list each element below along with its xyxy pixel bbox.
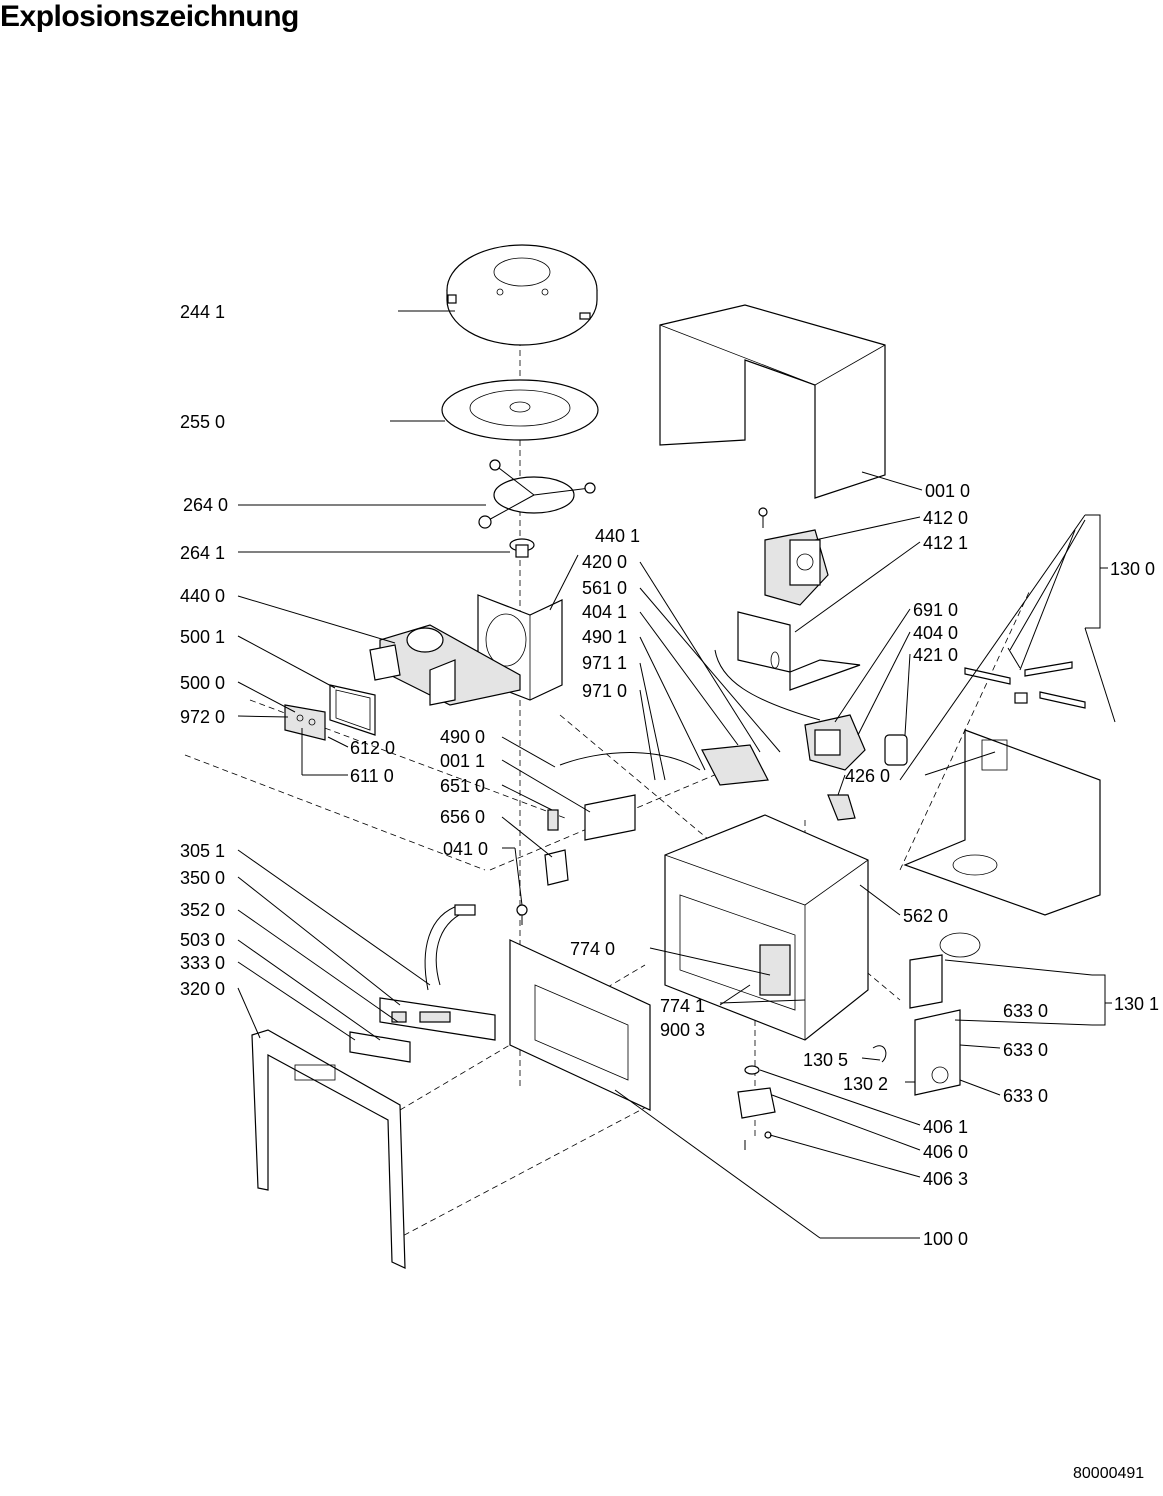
label-9710: 971 0 xyxy=(582,681,627,701)
leader-lines xyxy=(237,310,1116,1239)
screw-part-0410 xyxy=(516,904,528,925)
label-1305: 130 5 xyxy=(803,1050,848,1070)
label-1000: 100 0 xyxy=(923,1229,968,1249)
label-4040: 404 0 xyxy=(913,623,958,643)
label-6510: 651 0 xyxy=(440,776,485,796)
block-part-4901 xyxy=(701,744,769,786)
document-number: 80000491 xyxy=(1073,1465,1145,1482)
label-9003: 900 3 xyxy=(660,1020,705,1040)
transformer-part-4120 xyxy=(758,507,829,606)
base-panel xyxy=(903,729,1101,916)
fuse-part-6510 xyxy=(544,809,569,886)
front-frame-part-3200 xyxy=(251,1029,406,1269)
label-1302: 130 2 xyxy=(843,1074,888,1094)
label-6330-a: 633 0 xyxy=(1003,1001,1048,1021)
label-4400: 440 0 xyxy=(180,586,225,606)
shield-plate-part-0011 xyxy=(584,794,636,841)
assembly-axis-lines xyxy=(184,340,1031,1241)
label-6560: 656 0 xyxy=(440,807,485,827)
label-4121: 412 1 xyxy=(923,533,968,553)
label-9720: 972 0 xyxy=(180,707,225,727)
magnetron-part-4040 xyxy=(804,714,866,771)
coupler-part-2641 xyxy=(509,538,535,558)
label-2641: 264 1 xyxy=(180,543,225,563)
label-4041: 404 1 xyxy=(582,602,627,622)
lamp-plate-part-5000 xyxy=(284,704,326,741)
label-3330: 333 0 xyxy=(180,953,225,973)
label-4060: 406 0 xyxy=(923,1142,968,1162)
gasket-part-5001 xyxy=(329,684,376,736)
label-9711: 971 1 xyxy=(582,653,627,673)
label-5030: 503 0 xyxy=(180,930,225,950)
diode-part-4260 xyxy=(827,794,856,821)
label-5000: 500 0 xyxy=(180,673,225,693)
label-6120: 612 0 xyxy=(350,738,395,758)
control-board-part-3500 xyxy=(379,997,496,1041)
cables xyxy=(559,649,821,771)
label-4120: 412 0 xyxy=(923,508,968,528)
cover-part-2441 xyxy=(446,244,598,346)
label-3500: 350 0 xyxy=(180,868,225,888)
label-4200: 420 0 xyxy=(582,552,627,572)
label-4401: 440 1 xyxy=(595,526,640,546)
label-2640: 264 0 xyxy=(183,495,228,515)
label-3520: 352 0 xyxy=(180,900,225,920)
label-0010: 001 0 xyxy=(925,481,970,501)
ribbon-cable-part-3051 xyxy=(424,904,476,991)
label-6910: 691 0 xyxy=(913,600,958,620)
switch-plates-part-6330 xyxy=(909,932,981,1096)
label-3200: 320 0 xyxy=(180,979,225,999)
label-1301: 130 1 xyxy=(1114,994,1159,1014)
label-4900: 490 0 xyxy=(440,727,485,747)
cabinet-part-0010 xyxy=(659,304,886,499)
door-part-1000 xyxy=(509,939,651,1111)
roller-ring-part-2640 xyxy=(478,459,596,529)
label-7741: 774 1 xyxy=(660,996,705,1016)
label-4061: 406 1 xyxy=(923,1117,968,1137)
cavity-part-9003 xyxy=(664,814,869,1041)
label-6330-c: 633 0 xyxy=(1003,1086,1048,1106)
part-labels: 244 1 255 0 264 0 264 1 440 0 500 1 500 … xyxy=(180,302,1159,1249)
rails-part-1300 xyxy=(964,647,1086,709)
label-4901: 490 1 xyxy=(582,627,627,647)
page-title: Explosionszeichnung xyxy=(0,0,299,33)
label-5001: 500 1 xyxy=(180,627,225,647)
clip-part-1305 xyxy=(872,1045,887,1063)
label-2550: 255 0 xyxy=(180,412,225,432)
glass-plate-part-2550 xyxy=(441,379,599,441)
label-3051: 305 1 xyxy=(180,841,225,861)
label-4260: 426 0 xyxy=(845,766,890,786)
label-5610: 561 0 xyxy=(582,578,627,598)
label-0011: 001 1 xyxy=(440,751,485,771)
keypad-part-3330 xyxy=(349,1011,411,1063)
label-4210: 421 0 xyxy=(913,645,958,665)
label-4063: 406 3 xyxy=(923,1169,968,1189)
label-0410: 041 0 xyxy=(443,839,488,859)
label-1300: 130 0 xyxy=(1110,559,1155,579)
label-7740: 774 0 xyxy=(570,939,615,959)
label-6110: 611 0 xyxy=(350,766,394,786)
fan-motor-part-4400 xyxy=(369,624,521,706)
transformer-bracket-part-4121 xyxy=(737,611,861,691)
capacitor-part-4210 xyxy=(884,734,908,766)
turntable-motor-part-4060 xyxy=(737,1065,776,1150)
label-5620: 562 0 xyxy=(903,906,948,926)
label-2441: 244 1 xyxy=(180,302,225,322)
label-6330-b: 633 0 xyxy=(1003,1040,1048,1060)
